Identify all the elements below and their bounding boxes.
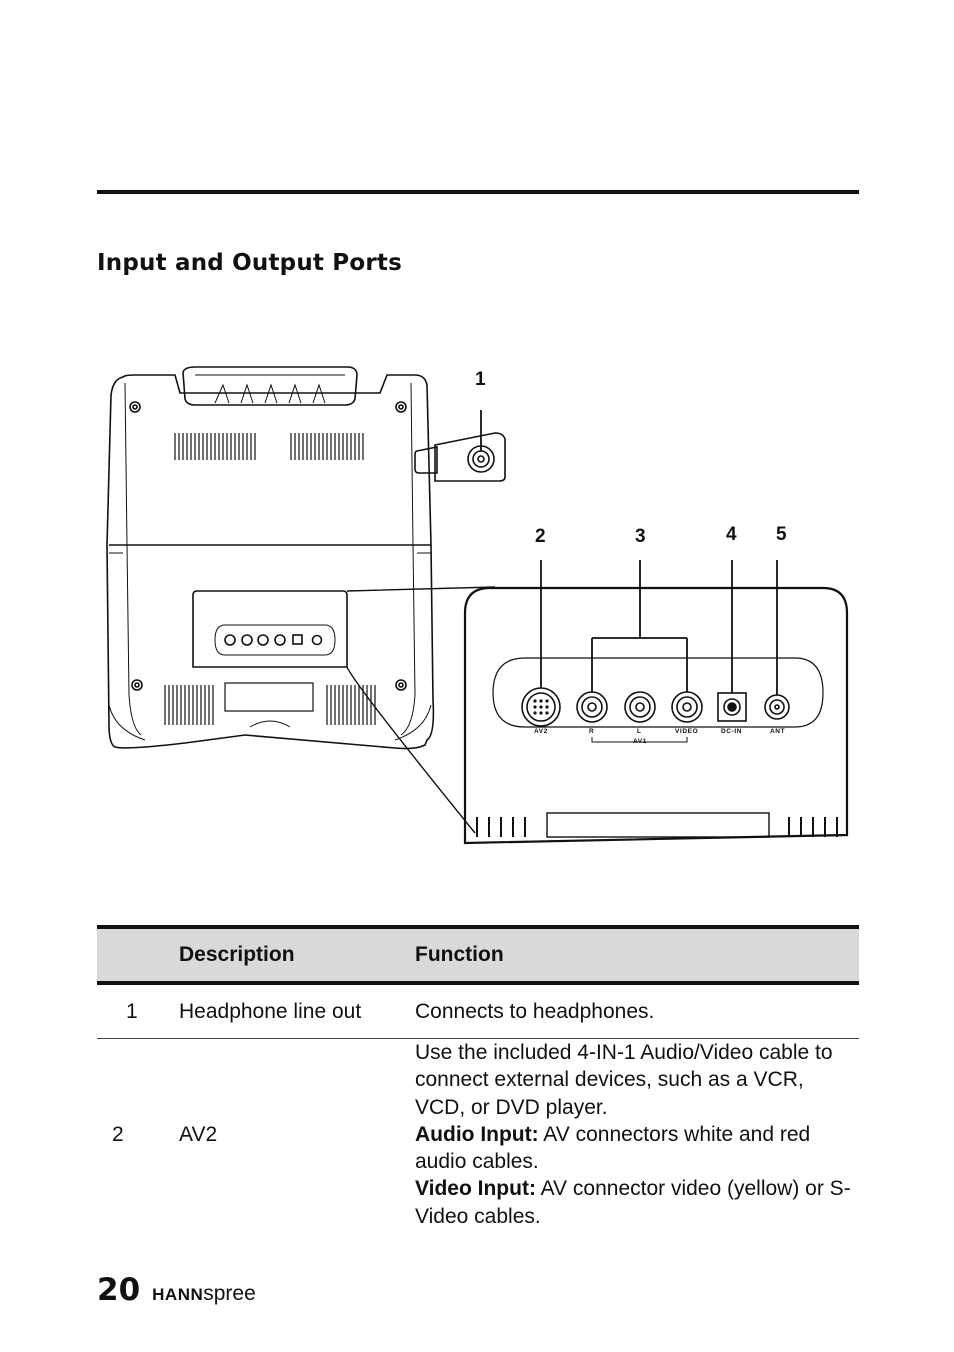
tv-connector-panel	[192, 590, 348, 668]
video-input-text: AV connector video (yellow) or S-Video c…	[415, 1177, 851, 1228]
port-label-av1: AV1	[633, 738, 647, 745]
row-function: Connects to headphones.	[415, 983, 859, 1039]
port-label-av2: AV2	[534, 728, 548, 735]
row-number: 1	[97, 983, 179, 1039]
headphone-jack-housing	[434, 432, 506, 482]
audio-input-label: Audio Input:	[415, 1122, 539, 1146]
section-title: Input and Output Ports	[97, 250, 402, 276]
page-number: 20	[97, 1272, 141, 1308]
callout-5: 5	[776, 524, 787, 545]
tv-back-diagram: 1 2 3 4 5 AV2 R L VIDEO DC-IN ANT AV1	[106, 366, 849, 845]
row-description: AV2	[179, 1122, 218, 1146]
tv-handle	[182, 366, 358, 406]
vent-slots	[164, 433, 838, 837]
function-intro: Use the included 4-IN-1 Audio/Video cabl…	[415, 1041, 833, 1119]
header-number	[97, 925, 179, 985]
top-rule	[97, 190, 859, 194]
header-description: Description	[179, 925, 415, 985]
row-number: 2	[112, 1122, 124, 1146]
tv-body	[106, 374, 435, 750]
callout-3: 3	[635, 526, 646, 547]
brand-logo: HANNspree	[152, 1282, 256, 1305]
ports-table: Description Function 1 Headphone line ou…	[97, 925, 859, 1230]
audio-input-line: Audio Input: AV connectors white and red…	[415, 1121, 859, 1176]
port-label-l: L	[637, 728, 642, 735]
row-description: Headphone line out	[179, 983, 415, 1039]
video-input-label: Video Input:	[415, 1177, 536, 1201]
callout-1: 1	[475, 369, 486, 390]
table-header-row: Description Function	[97, 925, 859, 985]
callout-2: 2	[535, 526, 546, 547]
port-label-r: R	[589, 728, 594, 735]
header-function: Function	[415, 925, 859, 985]
port-label-dc-in: DC-IN	[721, 728, 742, 735]
callout-4: 4	[726, 524, 737, 545]
page-footer: 20 HANNspree	[97, 1272, 256, 1308]
ports-illustration: 1 2 3 4 5 AV2 R L VIDEO DC-IN ANT AV1	[95, 355, 865, 855]
audio-input-text: AV connectors white and red audio cables…	[415, 1122, 811, 1174]
port-label-ant: ANT	[770, 728, 785, 735]
zoom-panel	[463, 586, 849, 845]
table-row: 2 AV2 Use the included 4-IN-1 Audio/Vide…	[97, 1039, 859, 1231]
video-input-line: Video Input: AV connector video (yellow)…	[415, 1175, 859, 1230]
table-row: 1 Headphone line out Connects to headpho…	[97, 983, 859, 1039]
port-label-video: VIDEO	[675, 728, 698, 735]
row-function: Use the included 4-IN-1 Audio/Video cabl…	[415, 1039, 859, 1231]
